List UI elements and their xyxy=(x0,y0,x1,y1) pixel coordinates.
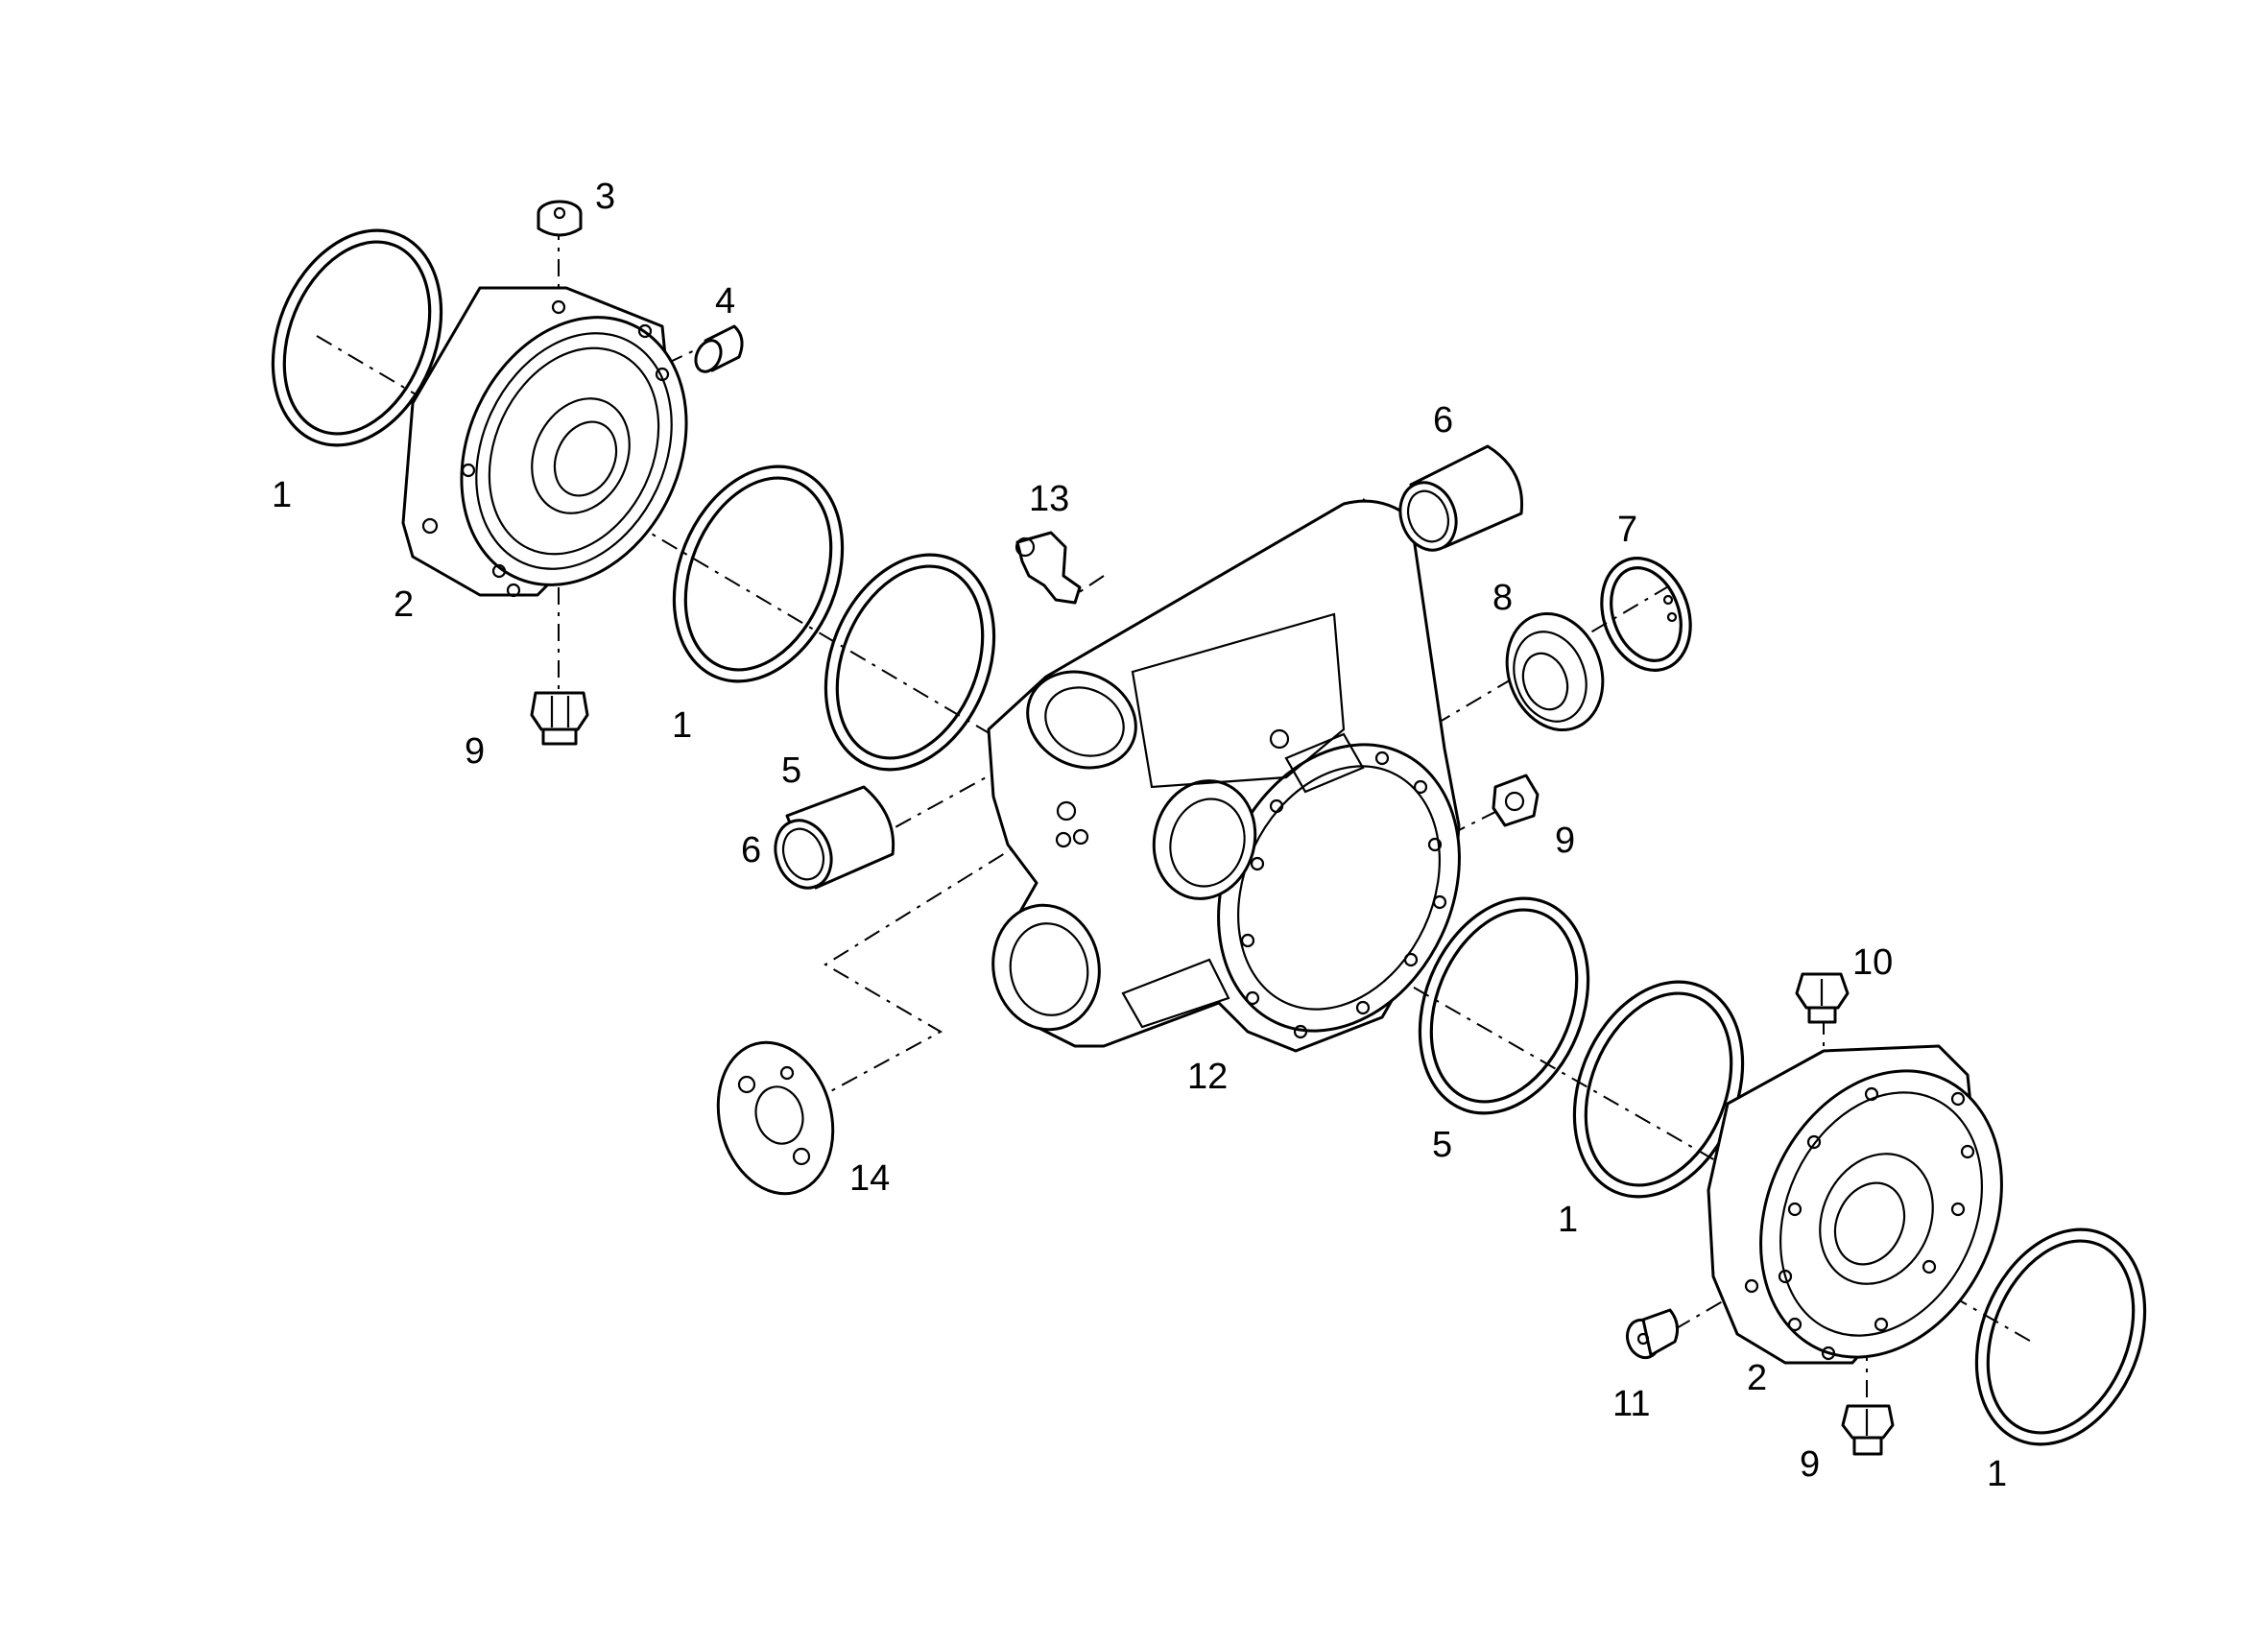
callout-2-left: 2 xyxy=(394,584,414,625)
callout-6-upper: 6 xyxy=(1433,400,1453,441)
fitting-part-13 xyxy=(1015,531,1082,605)
callout-9-left: 9 xyxy=(465,731,485,772)
housing-right xyxy=(1707,1044,2003,1365)
bolt-part-9-bottom xyxy=(1841,1404,1895,1456)
callout-12: 12 xyxy=(1187,1057,1228,1097)
callout-14: 14 xyxy=(849,1158,890,1199)
callout-1-top-left: 1 xyxy=(272,475,292,515)
callout-10: 10 xyxy=(1852,942,1893,983)
bolt-part-10 xyxy=(1795,972,1850,1024)
callout-7: 7 xyxy=(1617,510,1637,550)
seal-part-8 xyxy=(1505,611,1605,732)
callout-3: 3 xyxy=(595,177,615,217)
callout-9-bottom: 9 xyxy=(1800,1444,1820,1485)
leader-part-11 xyxy=(1674,1295,1733,1330)
callout-5-mid: 5 xyxy=(781,751,801,791)
axle-housing-part-12 xyxy=(987,499,1461,1053)
bushing-part-6-lower xyxy=(774,785,895,890)
callout-5-right: 5 xyxy=(1432,1125,1452,1165)
o-ring-middle xyxy=(672,465,845,683)
plug-part-3 xyxy=(537,200,583,237)
bolt-part-9-left xyxy=(530,691,589,746)
bushing-part-6-upper xyxy=(1398,444,1524,552)
callout-11: 11 xyxy=(1612,1384,1650,1424)
o-ring-top-left xyxy=(271,228,443,447)
callout-2-right: 2 xyxy=(1747,1358,1767,1398)
plug-part-11 xyxy=(1625,1308,1680,1360)
o-ring-part-5-right xyxy=(1418,896,1590,1115)
callout-1-mid: 1 xyxy=(672,705,692,746)
washer-part-14 xyxy=(716,1040,835,1196)
callout-1-right-mid: 1 xyxy=(1558,1200,1578,1240)
o-ring-bottom-right xyxy=(1974,1227,2147,1446)
callout-6-lower: 6 xyxy=(741,830,761,870)
snap-ring-part-7 xyxy=(1600,557,1692,672)
housing-left xyxy=(401,286,688,598)
leader-part-13 xyxy=(1074,575,1105,596)
callout-4: 4 xyxy=(715,281,735,322)
callout-labels: 1 2 3 4 9 1 5 6 13 6 7 8 9 12 14 5 10 1 … xyxy=(272,177,2007,1494)
o-ring-part-5-left xyxy=(824,553,996,772)
callout-9-right: 9 xyxy=(1555,821,1575,861)
callout-8: 8 xyxy=(1492,578,1513,618)
leader-part-14 xyxy=(824,815,1066,1095)
callout-13: 13 xyxy=(1029,479,1069,519)
nut-part-9-right xyxy=(1492,774,1540,827)
callout-1-bottom-right: 1 xyxy=(1987,1454,2007,1494)
plug-part-4 xyxy=(694,324,744,373)
